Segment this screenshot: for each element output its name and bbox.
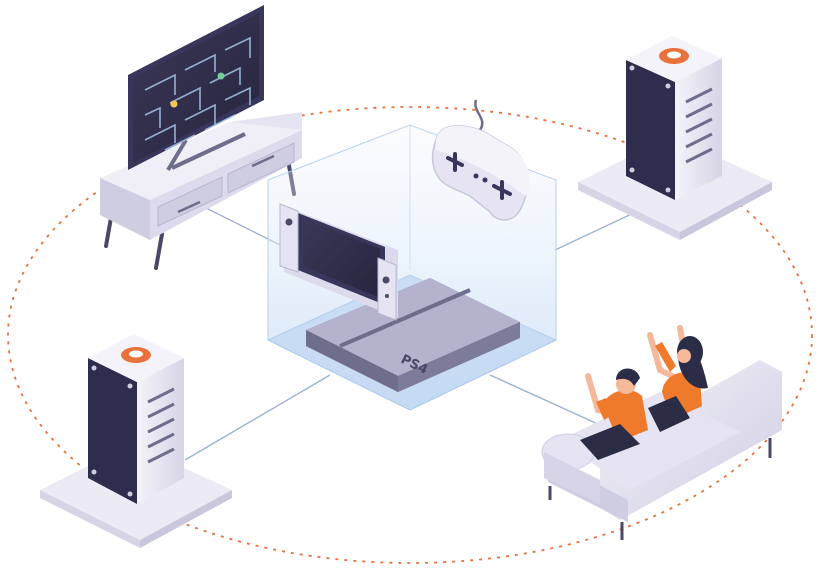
server-icon	[40, 334, 232, 548]
tv-icon	[100, 5, 302, 270]
gamepad-icon	[431, 99, 530, 221]
server-icon	[578, 36, 772, 240]
handheld-console-icon	[279, 203, 398, 321]
console-icon: PS4	[306, 278, 520, 392]
sofa-icon	[541, 360, 782, 540]
people-icon	[580, 325, 708, 460]
network-orbit	[7, 106, 813, 564]
